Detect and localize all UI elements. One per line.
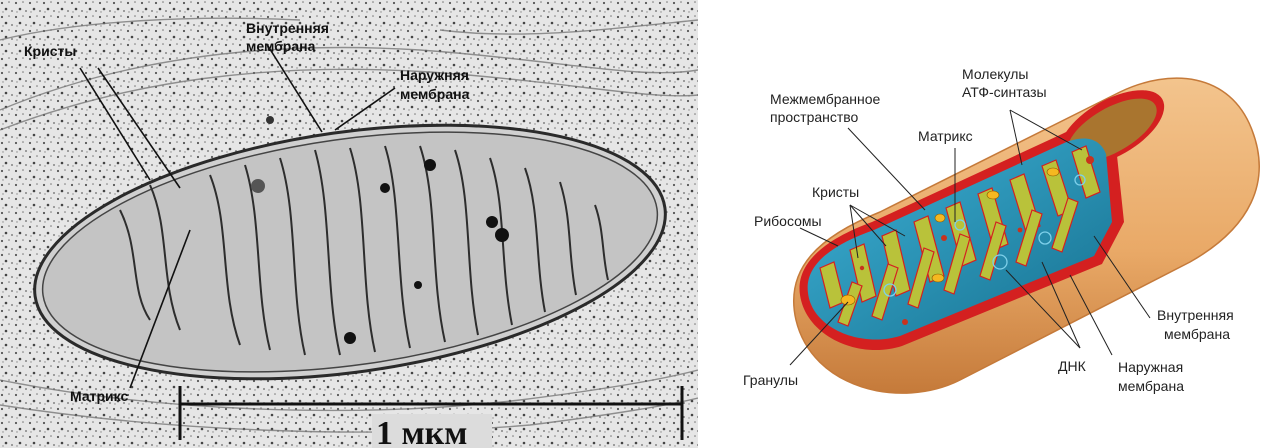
diagram-atp-synthase-label-line1: Молекулы <box>962 66 1028 82</box>
diagram-atp-synthase-label-line2: АТФ-синтазы <box>962 84 1047 100</box>
diagram-intermembrane-label-line1: Межмембранное <box>770 91 881 107</box>
diagram-inner-membrane-label-line1: Внутренняя <box>1157 307 1234 323</box>
diagram-granules-label: Гранулы <box>743 372 798 388</box>
electron-micrograph: Кристы Внутренняя мембрана Наружняя мемб… <box>0 0 698 448</box>
diagram-cristae-label: Кристы <box>812 184 859 200</box>
micrograph-cristae-label: Кристы <box>24 43 76 59</box>
micrograph-matrix-label: Матрикс <box>70 388 128 404</box>
micrograph-outer-membrane-label-line1: Наружняя <box>400 67 469 83</box>
diagram-inner-membrane-label-line2: мембрана <box>1164 326 1230 342</box>
micrograph-inner-membrane-label-line2: мембрана <box>246 38 316 54</box>
diagram-dna-label: ДНК <box>1058 358 1087 374</box>
diagram-outer-membrane-label-line1: Наружная <box>1118 359 1183 375</box>
micrograph-inner-membrane-label-line1: Внутренняя <box>246 20 329 36</box>
diagram-intermembrane-label-line2: пространство <box>770 109 859 125</box>
mitochondrion-diagram: Межмембранное пространство Молекулы АТФ-… <box>743 66 1259 394</box>
scale-bar-label: 1 мкм <box>376 415 467 448</box>
diagram-outer-membrane-label-line2: мембрана <box>1118 378 1184 394</box>
diagram-ribosomes-label: Рибосомы <box>754 213 822 229</box>
micrograph-outer-membrane-label-line2: мембрана <box>400 86 470 102</box>
diagram-matrix-label: Матрикс <box>918 128 973 144</box>
